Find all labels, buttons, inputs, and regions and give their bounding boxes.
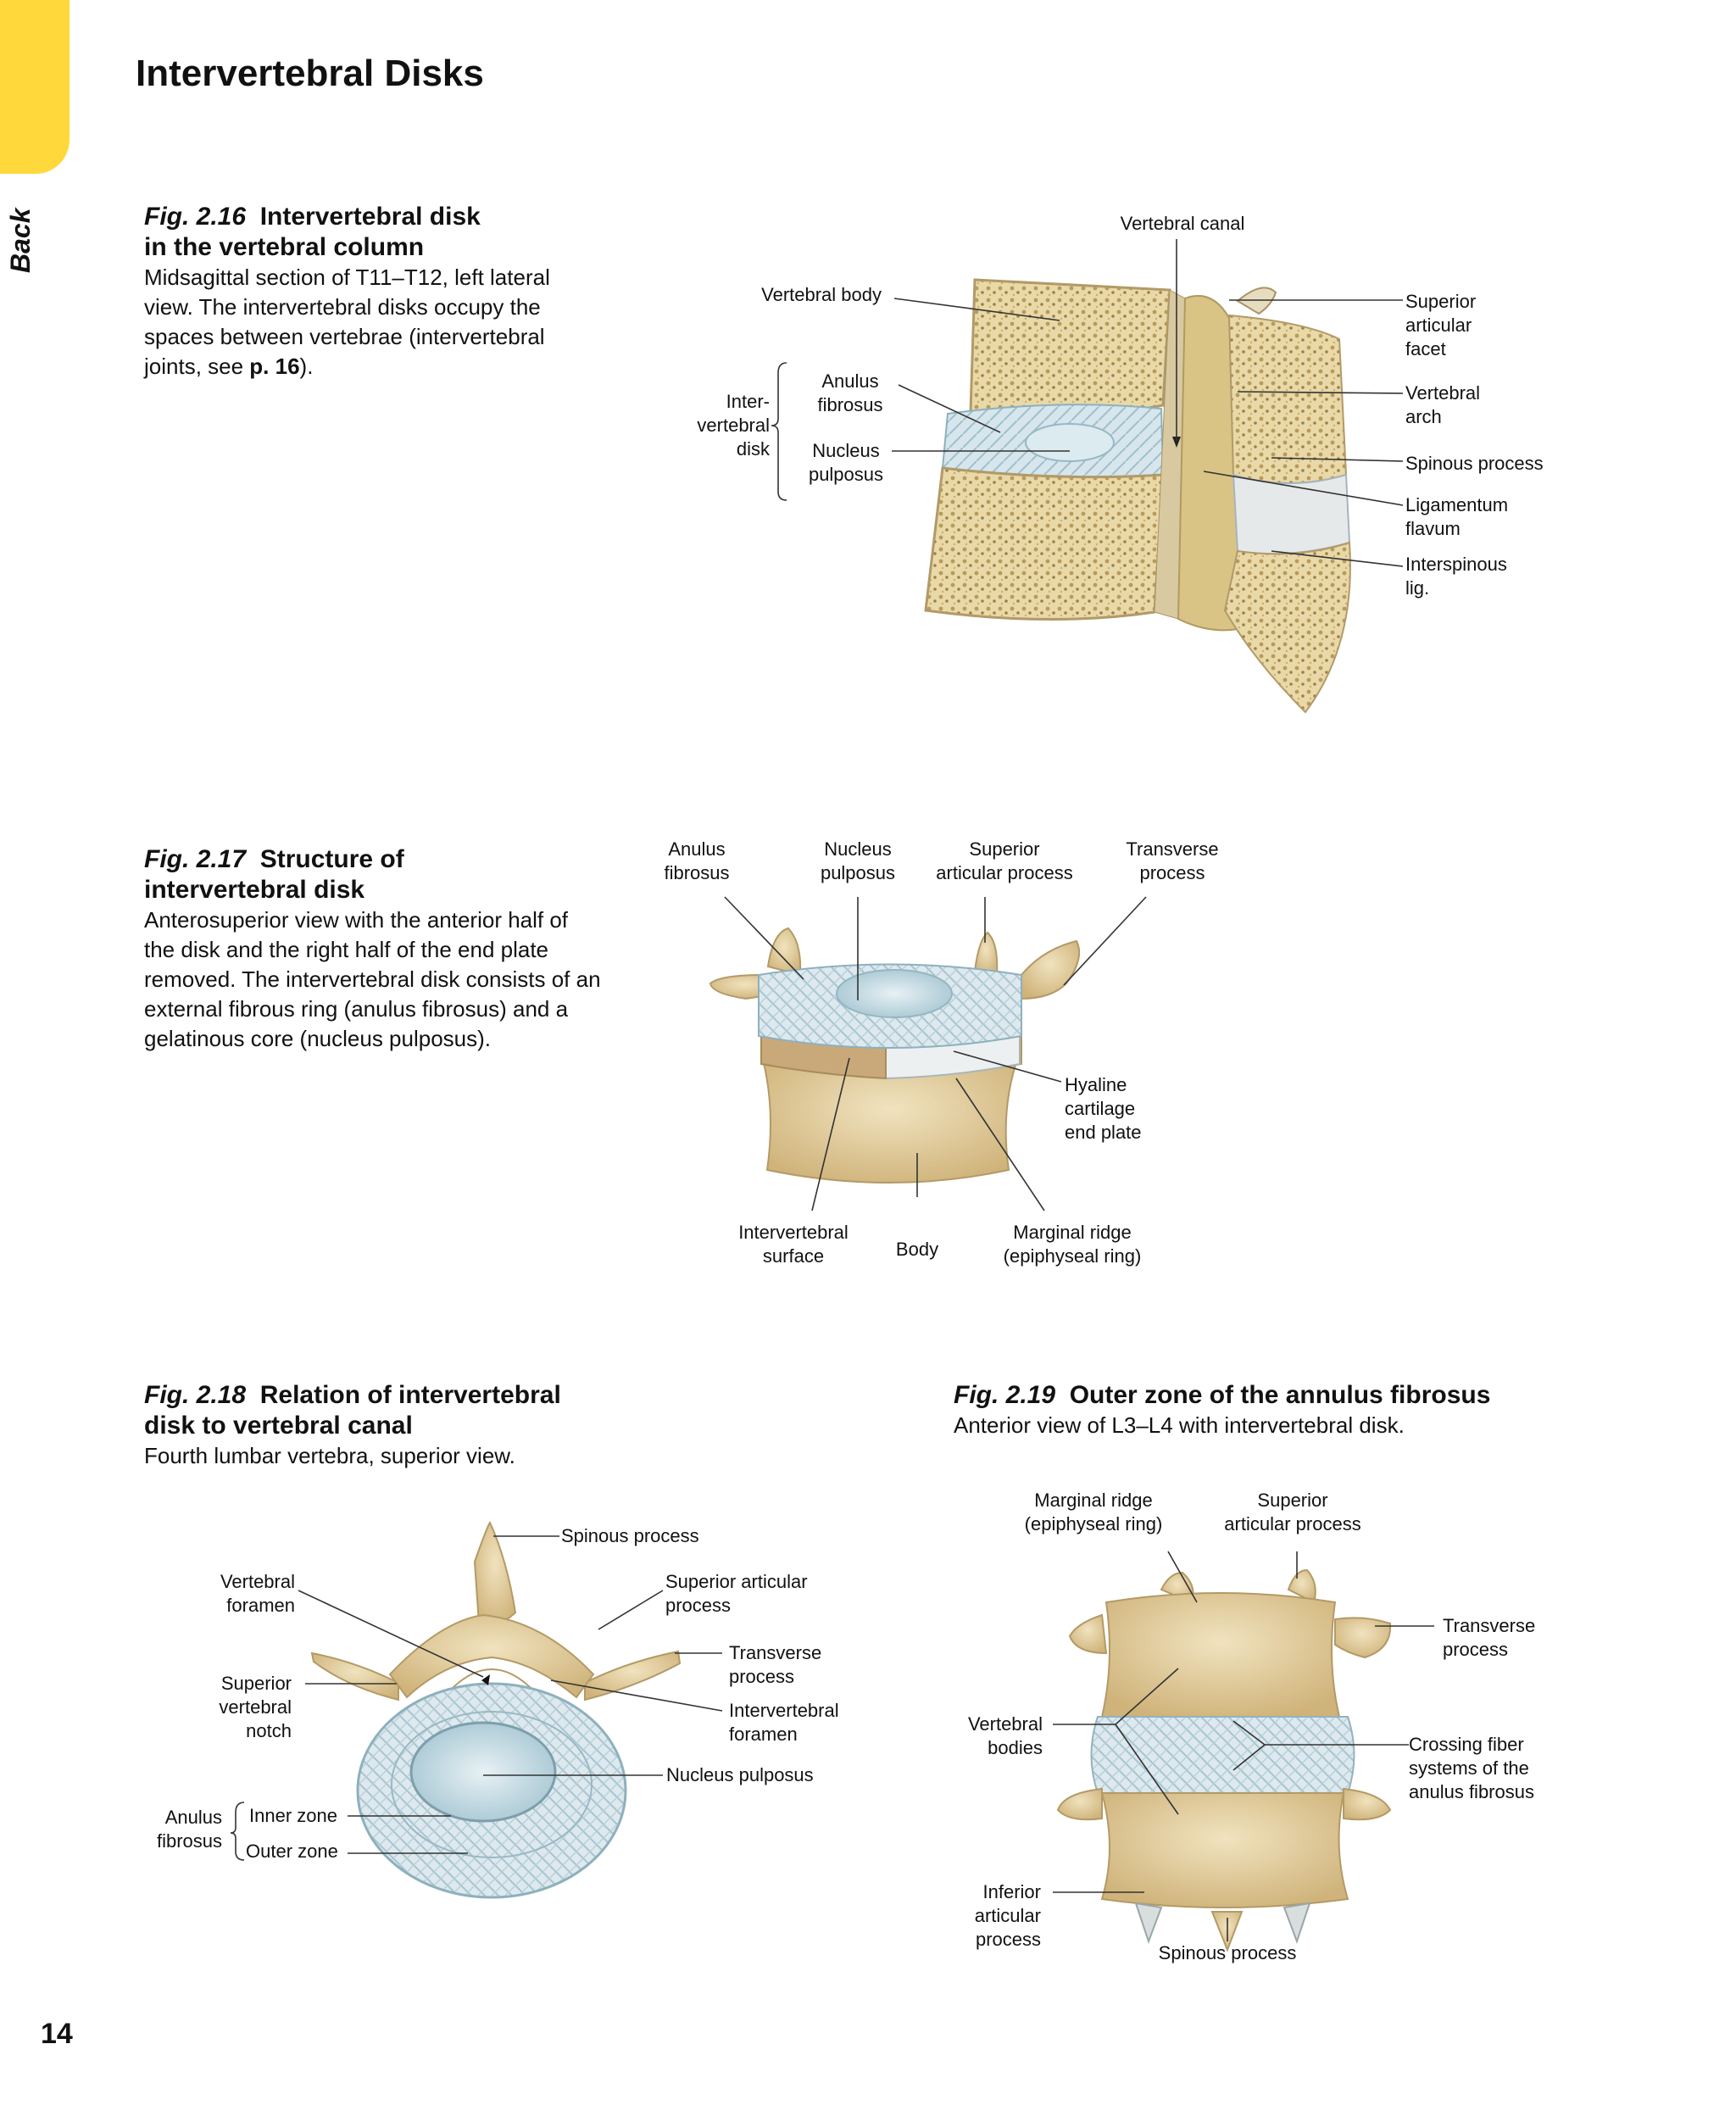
fig217-sup-articular bbox=[973, 931, 999, 977]
section-color-tab bbox=[0, 0, 70, 174]
fig216-lower-arch bbox=[1223, 541, 1351, 714]
fig217-label-body: Body bbox=[895, 1239, 939, 1260]
fig216-nucleus bbox=[1025, 423, 1115, 462]
fig218-label-intervertebral-foramen: Intervertebral foramen bbox=[729, 1700, 839, 1745]
fig218-description: Fourth lumbar vertebra, superior view. bbox=[144, 1443, 515, 1468]
fig219-sup-articular bbox=[1287, 1568, 1316, 1604]
fig218-transverse-left bbox=[310, 1651, 399, 1701]
fig217-title-b: intervertebral disk bbox=[144, 876, 365, 904]
fig219-label-spinous: Spinous process bbox=[1158, 1942, 1297, 1963]
fig216-number: Fig. 2.16 bbox=[144, 203, 247, 231]
fig218-label-outer-zone: Outer zone bbox=[246, 1841, 338, 1862]
fig216-label-anulus: Anulus fibrosus bbox=[817, 370, 883, 415]
fig217-label-marginal-ridge: Marginal ridge (epiphyseal ring) bbox=[1003, 1222, 1142, 1267]
fig216-label-ligamentum-flavum: Ligamentum flavum bbox=[1405, 494, 1509, 539]
fig216-title-b: in the vertebral column bbox=[144, 233, 425, 261]
fig219-label-marginal-ridge: Marginal ridge (epiphyseal ring) bbox=[1024, 1490, 1163, 1534]
fig219-label-crossing-fiber: Crossing fiber systems of the anulus fib… bbox=[1409, 1734, 1534, 1802]
page-title: Intervertebral Disks bbox=[136, 53, 484, 94]
fig216-title-a: Intervertebral disk bbox=[259, 203, 481, 231]
fig218-label-inner-zone: Inner zone bbox=[249, 1805, 337, 1826]
fig216-description: Midsagittal section of T11–T12, left lat… bbox=[144, 263, 585, 382]
fig216-label-vertebral-canal: Vertebral canal bbox=[1120, 213, 1245, 234]
fig218-title-b: disk to vertebral canal bbox=[144, 1412, 413, 1440]
fig217-label-transverse: Transverse process bbox=[1126, 838, 1219, 883]
fig218-arrow-icon bbox=[481, 1674, 490, 1685]
fig217-title-a: Structure of bbox=[259, 845, 404, 873]
fig219-disk bbox=[1090, 1716, 1355, 1794]
fig216-label-interspinous: Interspinous lig. bbox=[1405, 554, 1507, 599]
fig219-illustration bbox=[1056, 1568, 1392, 1952]
fig217-label-hyaline: Hyaline cartilage end plate bbox=[1065, 1074, 1142, 1143]
fig217-description: Anterosuperior view with the anterior ha… bbox=[144, 907, 601, 1051]
fig216-desc-text: Midsagittal section of T11–T12, left lat… bbox=[144, 265, 550, 379]
fig218-number: Fig. 2.18 bbox=[144, 1381, 247, 1409]
fig219-label-sup-articular: Superior articular process bbox=[1224, 1490, 1361, 1534]
fig216-upper-body bbox=[969, 278, 1171, 417]
fig217-heading: Fig. 2.17 Structure of intervertebral di… bbox=[144, 844, 602, 905]
fig216-leaders bbox=[771, 239, 1404, 567]
fig217-label-nucleus: Nucleus pulposus bbox=[820, 838, 896, 883]
fig217-label-anulus: Anulus fibrosus bbox=[664, 838, 730, 883]
fig218-leaders bbox=[230, 1535, 723, 1861]
fig216-desc-end: ). bbox=[299, 354, 314, 379]
fig216-label-nucleus: Nucleus pulposus bbox=[808, 440, 884, 485]
fig216-label-vertebral-arch: Vertebral arch bbox=[1405, 382, 1481, 427]
fig218-arch bbox=[388, 1613, 595, 1699]
fig217-caption: Fig. 2.17 Structure of intervertebral di… bbox=[144, 844, 602, 1054]
fig218-illustration bbox=[310, 1521, 682, 1899]
fig218-nucleus bbox=[409, 1721, 557, 1823]
fig219-caption: Fig. 2.19 Outer zone of the annulus fibr… bbox=[954, 1380, 1598, 1440]
fig218-label-nucleus: Nucleus pulposus bbox=[666, 1764, 814, 1785]
fig219-label-transverse: Transverse process bbox=[1443, 1615, 1536, 1660]
fig217-leaders bbox=[724, 896, 1147, 1211]
fig216-label-intervertebral-disk: Inter- vertebral disk bbox=[697, 391, 770, 459]
fig216-label-vertebral-body: Vertebral body bbox=[761, 284, 882, 305]
fig219-inferior-articular bbox=[1134, 1902, 1163, 1944]
fig216-page-ref[interactable]: p. 16 bbox=[249, 354, 300, 379]
fig216-arrow-icon bbox=[1172, 437, 1181, 448]
fig217-illustration bbox=[709, 927, 1080, 1184]
fig219-lower-body bbox=[1100, 1792, 1349, 1908]
page-number: 14 bbox=[41, 2018, 73, 2050]
fig216-lower-body bbox=[924, 466, 1165, 621]
fig219-upper-body bbox=[1100, 1592, 1341, 1718]
fig216-caption: Fig. 2.16 Intervertebral disk in the ver… bbox=[144, 202, 585, 382]
fig218-title-a: Relation of intervertebral bbox=[259, 1381, 561, 1409]
fig219-transverse-right bbox=[1334, 1617, 1392, 1659]
fig217-transverse-right bbox=[1021, 939, 1080, 1000]
fig216-label-sup-articular-facet: Superior articular facet bbox=[1405, 291, 1477, 359]
fig219-leaders bbox=[1053, 1551, 1434, 1941]
fig218-label-vertebral-foramen: Vertebral foramen bbox=[220, 1571, 295, 1616]
fig219-label-vertebral-bodies: Vertebral bodies bbox=[967, 1713, 1043, 1758]
fig219-number: Fig. 2.19 bbox=[954, 1381, 1056, 1409]
fig218-spinous bbox=[473, 1521, 517, 1626]
fig218-transverse-right bbox=[584, 1650, 682, 1701]
fig216-heading: Fig. 2.16 Intervertebral disk in the ver… bbox=[144, 202, 585, 263]
fig216-illustration bbox=[924, 278, 1351, 714]
fig219-description: Anterior view of L3–L4 with intervertebr… bbox=[954, 1412, 1405, 1438]
fig218-caption: Fig. 2.18 Relation of intervertebral dis… bbox=[144, 1380, 653, 1471]
fig218-label-spinous: Spinous process bbox=[561, 1525, 699, 1546]
fig219-title: Outer zone of the annulus fibrosus bbox=[1069, 1381, 1491, 1409]
fig218-label-sup-articular: Superior articular process bbox=[665, 1571, 808, 1616]
fig218-label-anulus: Anulus fibrosus bbox=[156, 1807, 222, 1852]
fig219-heading: Fig. 2.19 Outer zone of the annulus fibr… bbox=[954, 1380, 1598, 1411]
fig217-label-sup-articular: Superior articular process bbox=[936, 838, 1073, 883]
fig218-heading: Fig. 2.18 Relation of intervertebral dis… bbox=[144, 1380, 653, 1441]
fig217-number: Fig. 2.17 bbox=[144, 845, 247, 873]
fig217-nucleus bbox=[836, 969, 953, 1018]
fig217-label-intervertebral-surface: Intervertebral surface bbox=[738, 1222, 849, 1267]
fig218-label-sup-vertebral-notch: Superior vertebral notch bbox=[219, 1673, 292, 1741]
fig216-label-spinous-process: Spinous process bbox=[1405, 453, 1544, 474]
fig218-label-transverse: Transverse process bbox=[729, 1642, 822, 1687]
fig219-label-inferior-articular: Inferior articular process bbox=[974, 1881, 1041, 1950]
